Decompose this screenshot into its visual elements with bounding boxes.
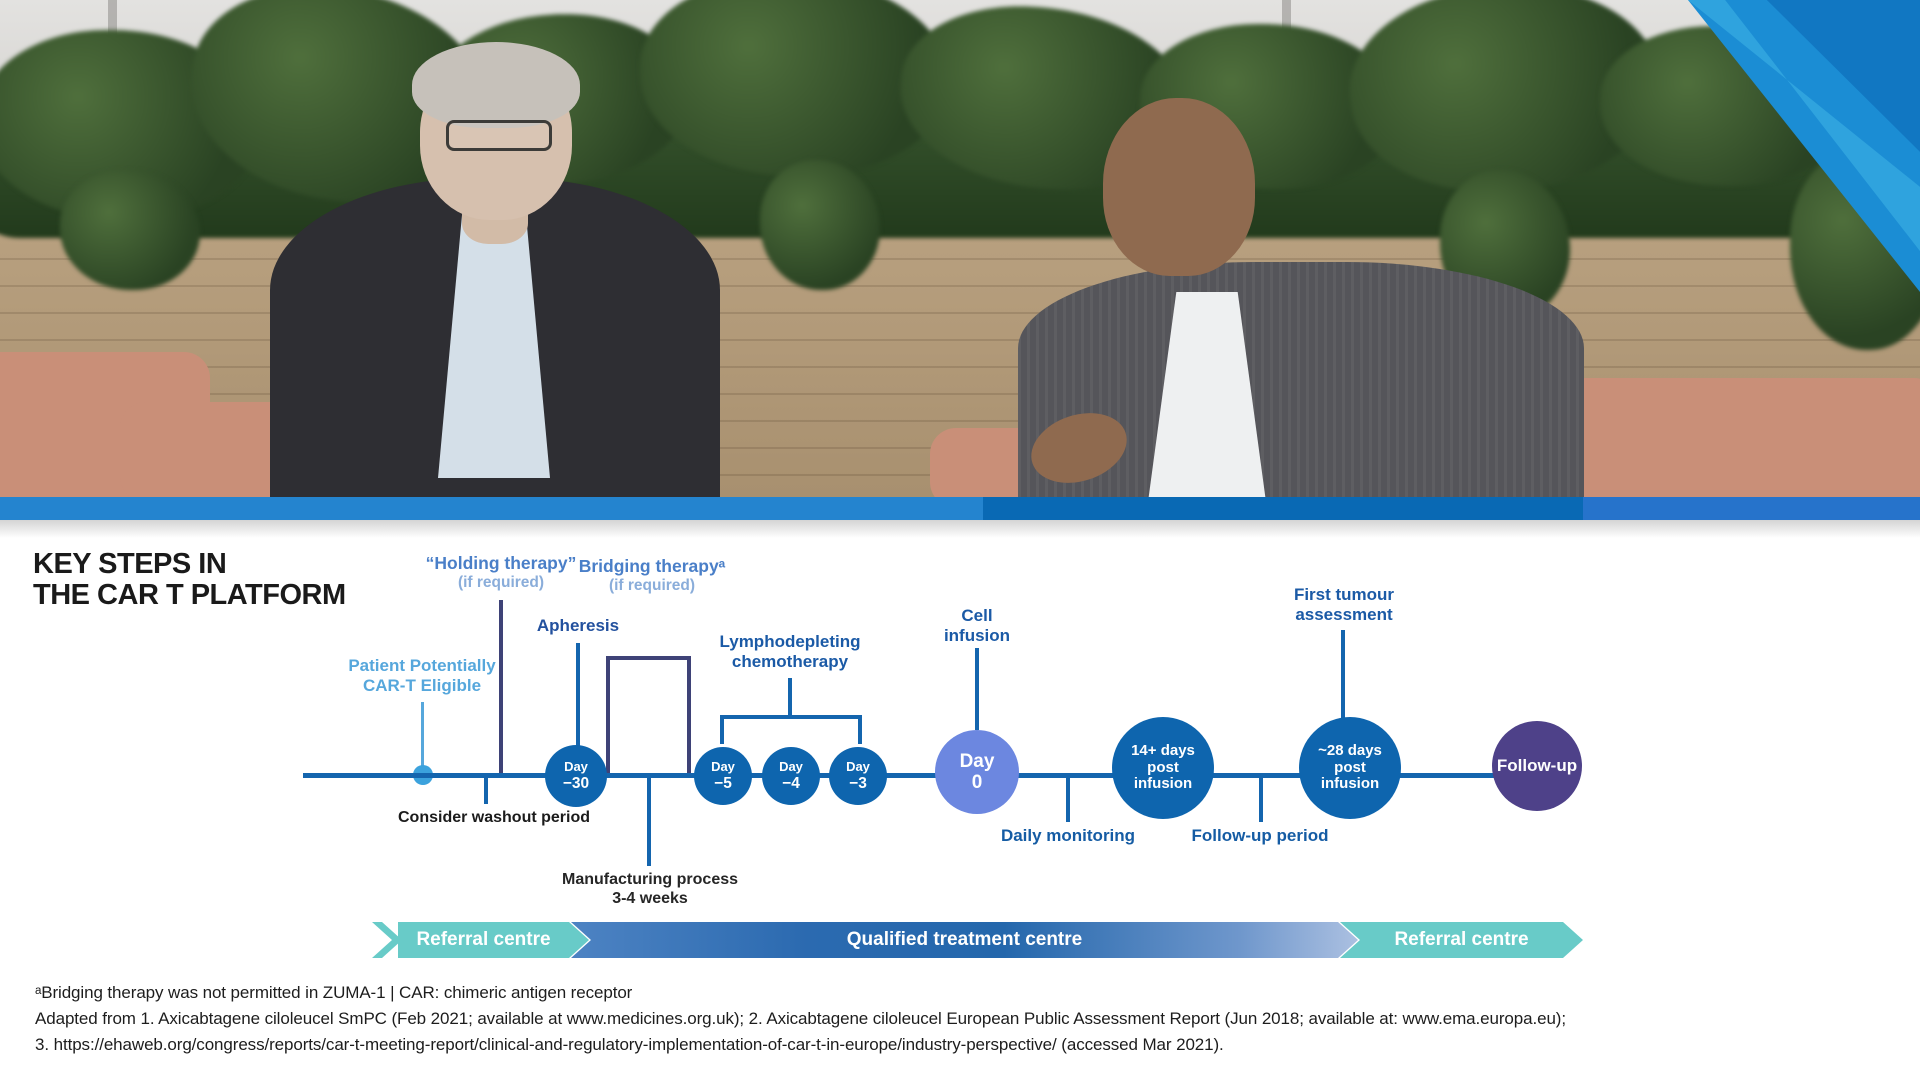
cell-infusion-stem-line <box>975 648 979 730</box>
lymphodepleting-line1: Lymphodepleting <box>719 632 861 651</box>
circle-text: Day <box>846 759 870 775</box>
banner-segment-qtc: Qualified treatment centre <box>571 922 1358 958</box>
circle-text: 0 <box>971 772 983 793</box>
first-tumour-line1: First tumour <box>1293 585 1395 604</box>
patient-eligible-label: Patient Potentially CAR-T Eligible <box>348 656 495 696</box>
footnote-line-1: ᵃBridging therapy was not permitted in Z… <box>35 983 633 1002</box>
cell-infusion-line1: Cell <box>961 606 993 625</box>
bar-segment <box>983 497 1583 520</box>
manufacturing-bracket-top <box>606 656 691 660</box>
first-tumour-label: First tumour assessment <box>1294 585 1394 625</box>
bar-segment <box>0 497 983 520</box>
footnote-line-3: 3. https://ehaweb.org/congress/reports/c… <box>35 1035 1224 1054</box>
lymphodepleting-bracket-stem <box>788 678 792 719</box>
page-title: KEY STEPS IN THE CAR T PLATFORM <box>33 549 346 611</box>
lymphodepleting-bracket-bar <box>720 715 862 719</box>
page-title-line2: THE CAR T PLATFORM <box>33 579 346 611</box>
cell-infusion-label: Cell infusion <box>944 606 1010 646</box>
first-tumour-line2: assessment <box>1295 605 1393 625</box>
tumour-assessment-stem-line <box>1341 630 1345 718</box>
plant-foliage <box>640 0 950 176</box>
circle-text: post <box>1147 758 1179 776</box>
circle-text: Follow-up <box>1496 756 1578 776</box>
holding-therapy-subnote: (if required) <box>457 574 545 591</box>
manufacturing-bracket-right <box>687 656 691 778</box>
follow-up-circle: Follow-up <box>1492 721 1582 811</box>
daily-monitoring-tick-line <box>1066 778 1070 822</box>
bridging-therapy-subnote: (if required) <box>608 577 696 594</box>
glasses-icon <box>446 120 552 151</box>
apheresis-stem-line <box>576 643 580 747</box>
daily-monitoring-label: Daily monitoring <box>1000 826 1136 845</box>
circle-text: infusion <box>1320 775 1380 793</box>
right-speaker-head <box>1103 98 1255 276</box>
lymphodepleting-bracket-right <box>858 715 862 744</box>
circle-text: 14+ days <box>1131 741 1195 759</box>
manufacturing-stem-line <box>647 778 651 866</box>
holding-stem-line <box>499 600 503 778</box>
circle-text: post <box>1334 758 1366 776</box>
circle-text: Day <box>564 759 588 775</box>
day-minus-3-circle: Day −3 <box>829 747 887 805</box>
bar-shadow <box>0 520 1920 538</box>
video-frame <box>0 0 1920 497</box>
eligible-stem-line <box>421 702 424 768</box>
circle-text: −30 <box>562 774 590 792</box>
lymphodepleting-line2: chemotherapy <box>731 652 849 672</box>
manufacturing-line1: Manufacturing process <box>561 871 739 888</box>
circle-text: −5 <box>714 774 732 792</box>
manufacturing-bracket-left <box>606 656 610 778</box>
timeline-axis <box>303 773 1497 778</box>
manufacturing-line2: 3-4 weeks <box>612 889 688 907</box>
day-28-circle: ~28 days post infusion <box>1299 717 1401 819</box>
banner-label: Referral centre <box>1394 929 1529 950</box>
lymphodepleting-bracket-left <box>720 715 724 744</box>
day-minus-30-circle: Day −30 <box>545 745 607 807</box>
day-0-circle: Day 0 <box>935 730 1019 814</box>
cell-infusion-line2: infusion <box>943 626 1011 646</box>
bar-segment <box>1583 497 1920 520</box>
day-14plus-circle: 14+ days post infusion <box>1112 717 1214 819</box>
apheresis-label: Apheresis <box>536 616 620 635</box>
banner-segment-referral-1: Referral centre <box>398 922 589 958</box>
patient-eligible-line1: Patient Potentially <box>348 656 496 675</box>
day-minus-5-circle: Day −5 <box>694 747 752 805</box>
patient-eligible-line2: CAR-T Eligible <box>362 676 482 696</box>
banner-chevron-lead <box>372 922 402 958</box>
page-title-line1: KEY STEPS IN <box>33 548 227 580</box>
left-speaker-hair <box>412 42 580 128</box>
plant-vine <box>60 170 200 290</box>
circle-text: ~28 days <box>1318 741 1382 759</box>
circle-text: −3 <box>849 774 867 792</box>
circle-text: −4 <box>782 774 800 792</box>
sofa-cushion <box>1560 378 1920 497</box>
followup-period-label: Follow-up period <box>1191 826 1329 845</box>
plant-vine <box>760 160 880 290</box>
day-minus-4-circle: Day −4 <box>762 747 820 805</box>
followup-period-tick-line <box>1259 778 1263 822</box>
circle-text: Day <box>711 759 735 775</box>
banner-label: Qualified treatment centre <box>846 929 1083 950</box>
lymphodepleting-label: Lymphodepleting chemotherapy <box>719 632 860 672</box>
washout-tick-line <box>484 776 488 804</box>
banner-label: Referral centre <box>416 929 551 950</box>
holding-therapy-label: “Holding therapy” <box>425 553 577 573</box>
banner-segment-referral-2: Referral centre <box>1340 922 1583 958</box>
circle-text: Day <box>779 759 803 775</box>
circle-text: Day <box>959 750 995 772</box>
circle-text: infusion <box>1133 775 1193 793</box>
consider-washout-label: Consider washout period <box>398 809 591 826</box>
manufacturing-label: Manufacturing process 3-4 weeks <box>562 871 738 909</box>
footnote-line-2: Adapted from 1. Axicabtagene ciloleucel … <box>35 1009 1566 1028</box>
bridging-therapy-label: Bridging therapyᵃ <box>578 556 726 576</box>
